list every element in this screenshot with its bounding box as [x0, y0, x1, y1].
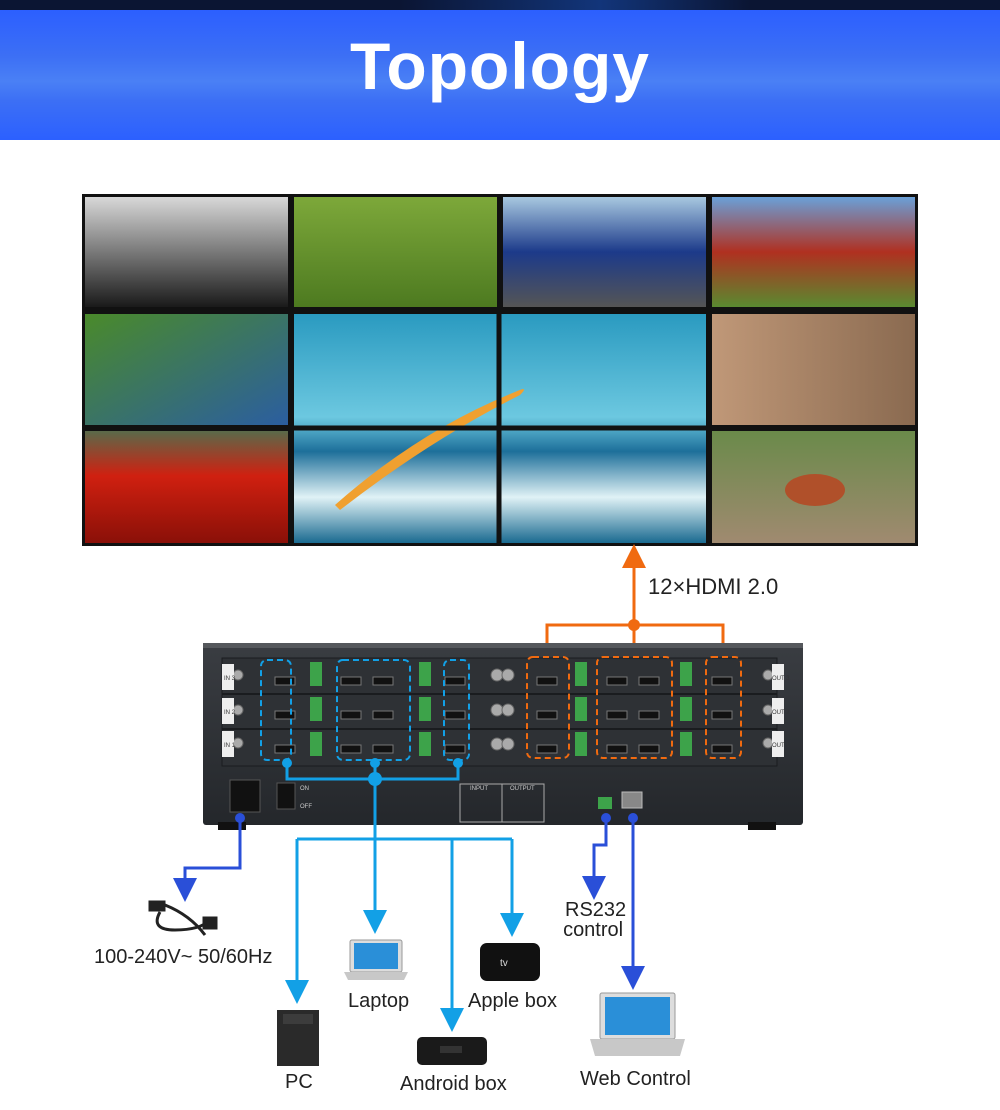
tile-child-picking-fruit: [85, 314, 288, 425]
tile-model-on-rocks: [712, 314, 915, 425]
android-box-icon: [417, 1037, 487, 1065]
power-cable-icon: [148, 900, 218, 936]
laptop-icon: [344, 939, 408, 980]
pc-tower-icon: [277, 1010, 319, 1066]
power-switch[interactable]: [276, 782, 296, 810]
web-control-label: Web Control: [580, 1068, 691, 1090]
power-label: 100-240V~ 50/60Hz: [94, 946, 273, 968]
switch-on-label: ON: [300, 786, 309, 792]
matrix-switcher-device: IN 3 IN 2 IN 1 OUT 3 OUT 2 OUT 1 ON OFF …: [203, 643, 803, 830]
out-label: OUT 3: [772, 676, 790, 682]
header-banner: [0, 10, 1000, 140]
panel-output-label: OUTPUT: [510, 786, 535, 792]
rs232-line1: RS232: [565, 899, 627, 921]
switch-off-label: OFF: [300, 804, 312, 810]
out-label: OUT 2: [772, 710, 790, 716]
pc-label: PC: [285, 1071, 313, 1093]
tile-sports-car: [503, 197, 706, 307]
top-strip: [0, 0, 1000, 10]
tile-fruit-basket: [712, 197, 915, 307]
output-connections: [545, 544, 725, 655]
rs232-line2: control: [563, 919, 624, 941]
apple-box-label: Apple box: [468, 990, 557, 1012]
rs232-label: RS232 control: [563, 899, 627, 940]
tile-kitten: [294, 197, 497, 307]
android-box-label: Android box: [400, 1073, 507, 1095]
in-label: IN 2: [224, 710, 236, 716]
power-inlet: [229, 779, 261, 813]
tile-red-flowers: [85, 431, 288, 543]
lan-port: [621, 791, 643, 809]
apple-tv-icon: tv: [480, 943, 540, 981]
page-title: Topology: [349, 29, 651, 103]
panel-input-label: INPUT: [470, 786, 488, 792]
source-connections: [285, 763, 524, 1032]
laptop-label: Laptop: [348, 990, 410, 1012]
out-label: OUT 1: [772, 743, 790, 749]
in-label: IN 1: [224, 743, 236, 749]
tile-runway-show: [85, 197, 288, 307]
output-label: 12×HDMI 2.0: [648, 574, 779, 599]
in-label: IN 3: [224, 676, 236, 682]
video-wall: [82, 194, 918, 546]
control-connections: [173, 818, 645, 990]
web-control-laptop-icon: [590, 992, 685, 1056]
svg-text:tv: tv: [500, 958, 508, 969]
